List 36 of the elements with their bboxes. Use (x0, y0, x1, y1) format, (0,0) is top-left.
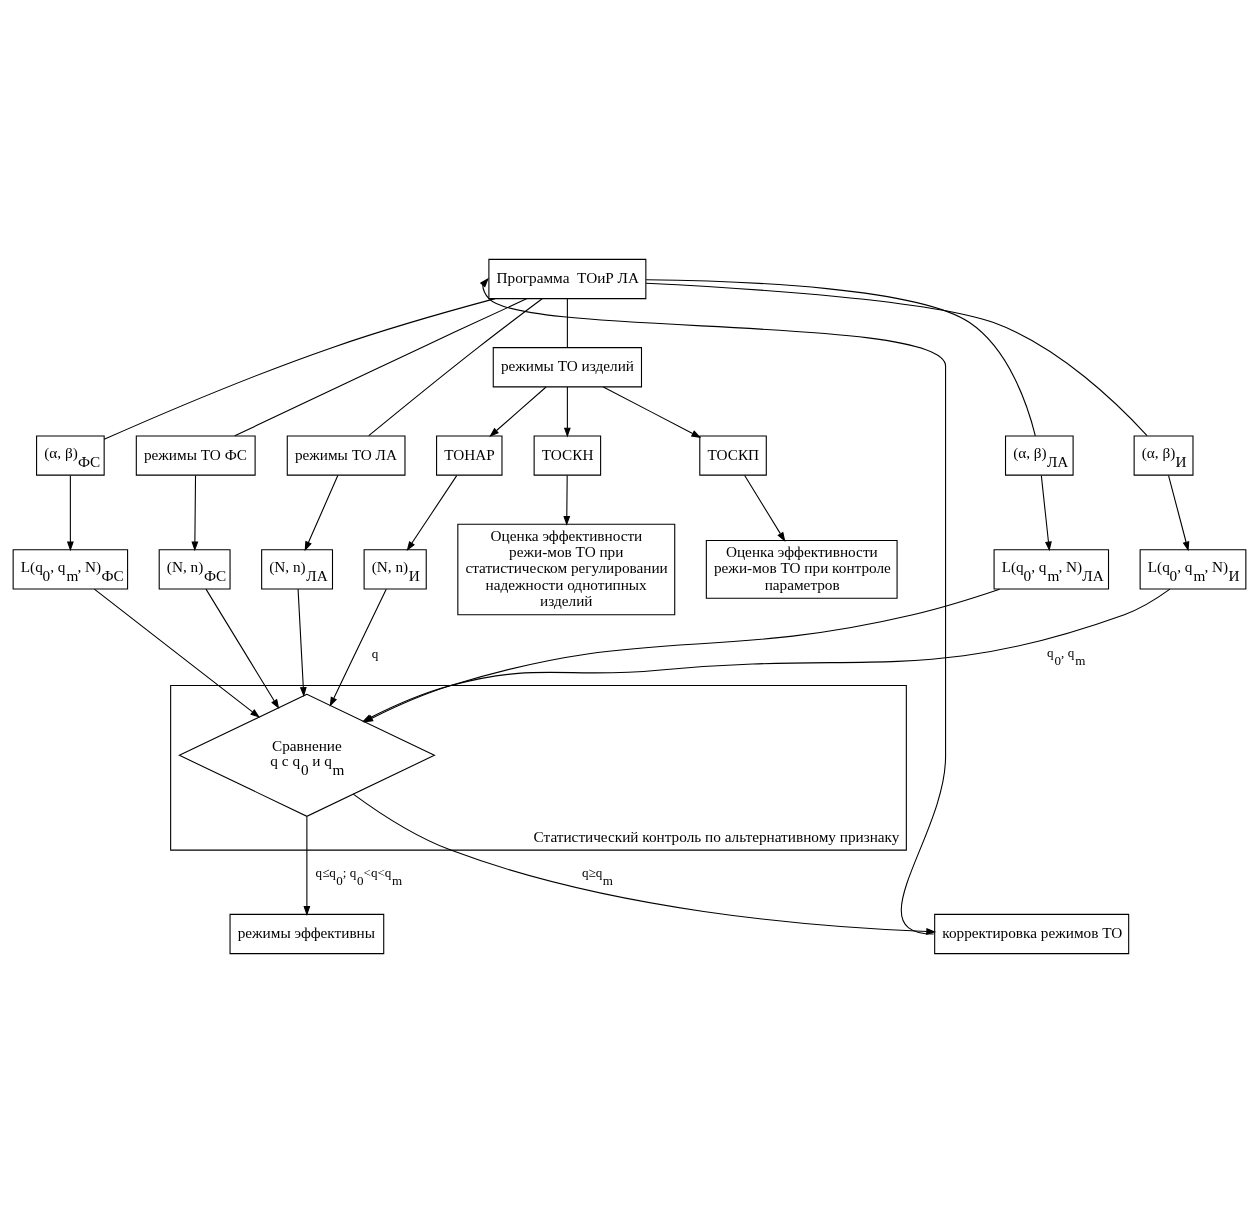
connector (566, 297, 568, 348)
node-box: режимы ТО ЛА (286, 434, 406, 476)
node-box: ТОНАР (436, 434, 503, 476)
connector (645, 282, 1148, 436)
arrow (352, 793, 937, 935)
arrow (297, 588, 307, 697)
node-box: Оценка эффективности режи-мов ТО при контроле параметров (705, 539, 898, 599)
arrow (1168, 474, 1190, 551)
arrow (744, 474, 786, 542)
node-box: Программа ТОиР ЛА (488, 258, 647, 299)
node-box: ТОСКП (699, 434, 767, 476)
node-box: режимы эффективны (229, 913, 385, 954)
node-box: Оценка эффективности режи-мов ТО при статистическом регулировании надежности однотипных изделий (457, 523, 676, 615)
arrow (602, 386, 702, 438)
connector (368, 297, 543, 436)
connector (645, 278, 1036, 436)
arrow (1040, 474, 1052, 551)
connector (103, 297, 496, 440)
connector (234, 297, 528, 436)
arrow (489, 386, 547, 437)
node-box: режимы ТО ФС (135, 434, 256, 476)
arrow (479, 277, 947, 935)
arrow (205, 588, 280, 709)
arrow (304, 474, 339, 551)
arrow (191, 474, 199, 551)
edge-label: q (371, 645, 379, 661)
arrow (66, 474, 74, 551)
node-box: режимы ТО изделий (492, 346, 643, 387)
node-box: ТОСКН (533, 434, 602, 476)
arrow (329, 588, 387, 707)
arrow (93, 588, 261, 718)
arrow (406, 474, 458, 551)
arrow (563, 386, 571, 437)
arrow (563, 474, 571, 526)
node-box: корректировка режимов ТО (934, 913, 1130, 954)
arrow (303, 815, 311, 916)
